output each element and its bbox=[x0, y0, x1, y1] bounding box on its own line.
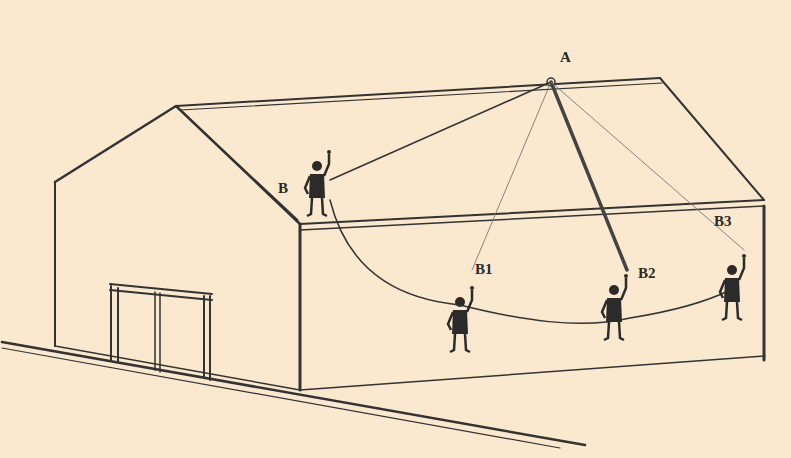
point-label: B bbox=[278, 181, 288, 196]
point-label: B3 bbox=[714, 214, 732, 229]
point-label: B1 bbox=[475, 262, 493, 277]
point-label: A bbox=[560, 50, 571, 65]
point-label: B2 bbox=[638, 266, 656, 281]
